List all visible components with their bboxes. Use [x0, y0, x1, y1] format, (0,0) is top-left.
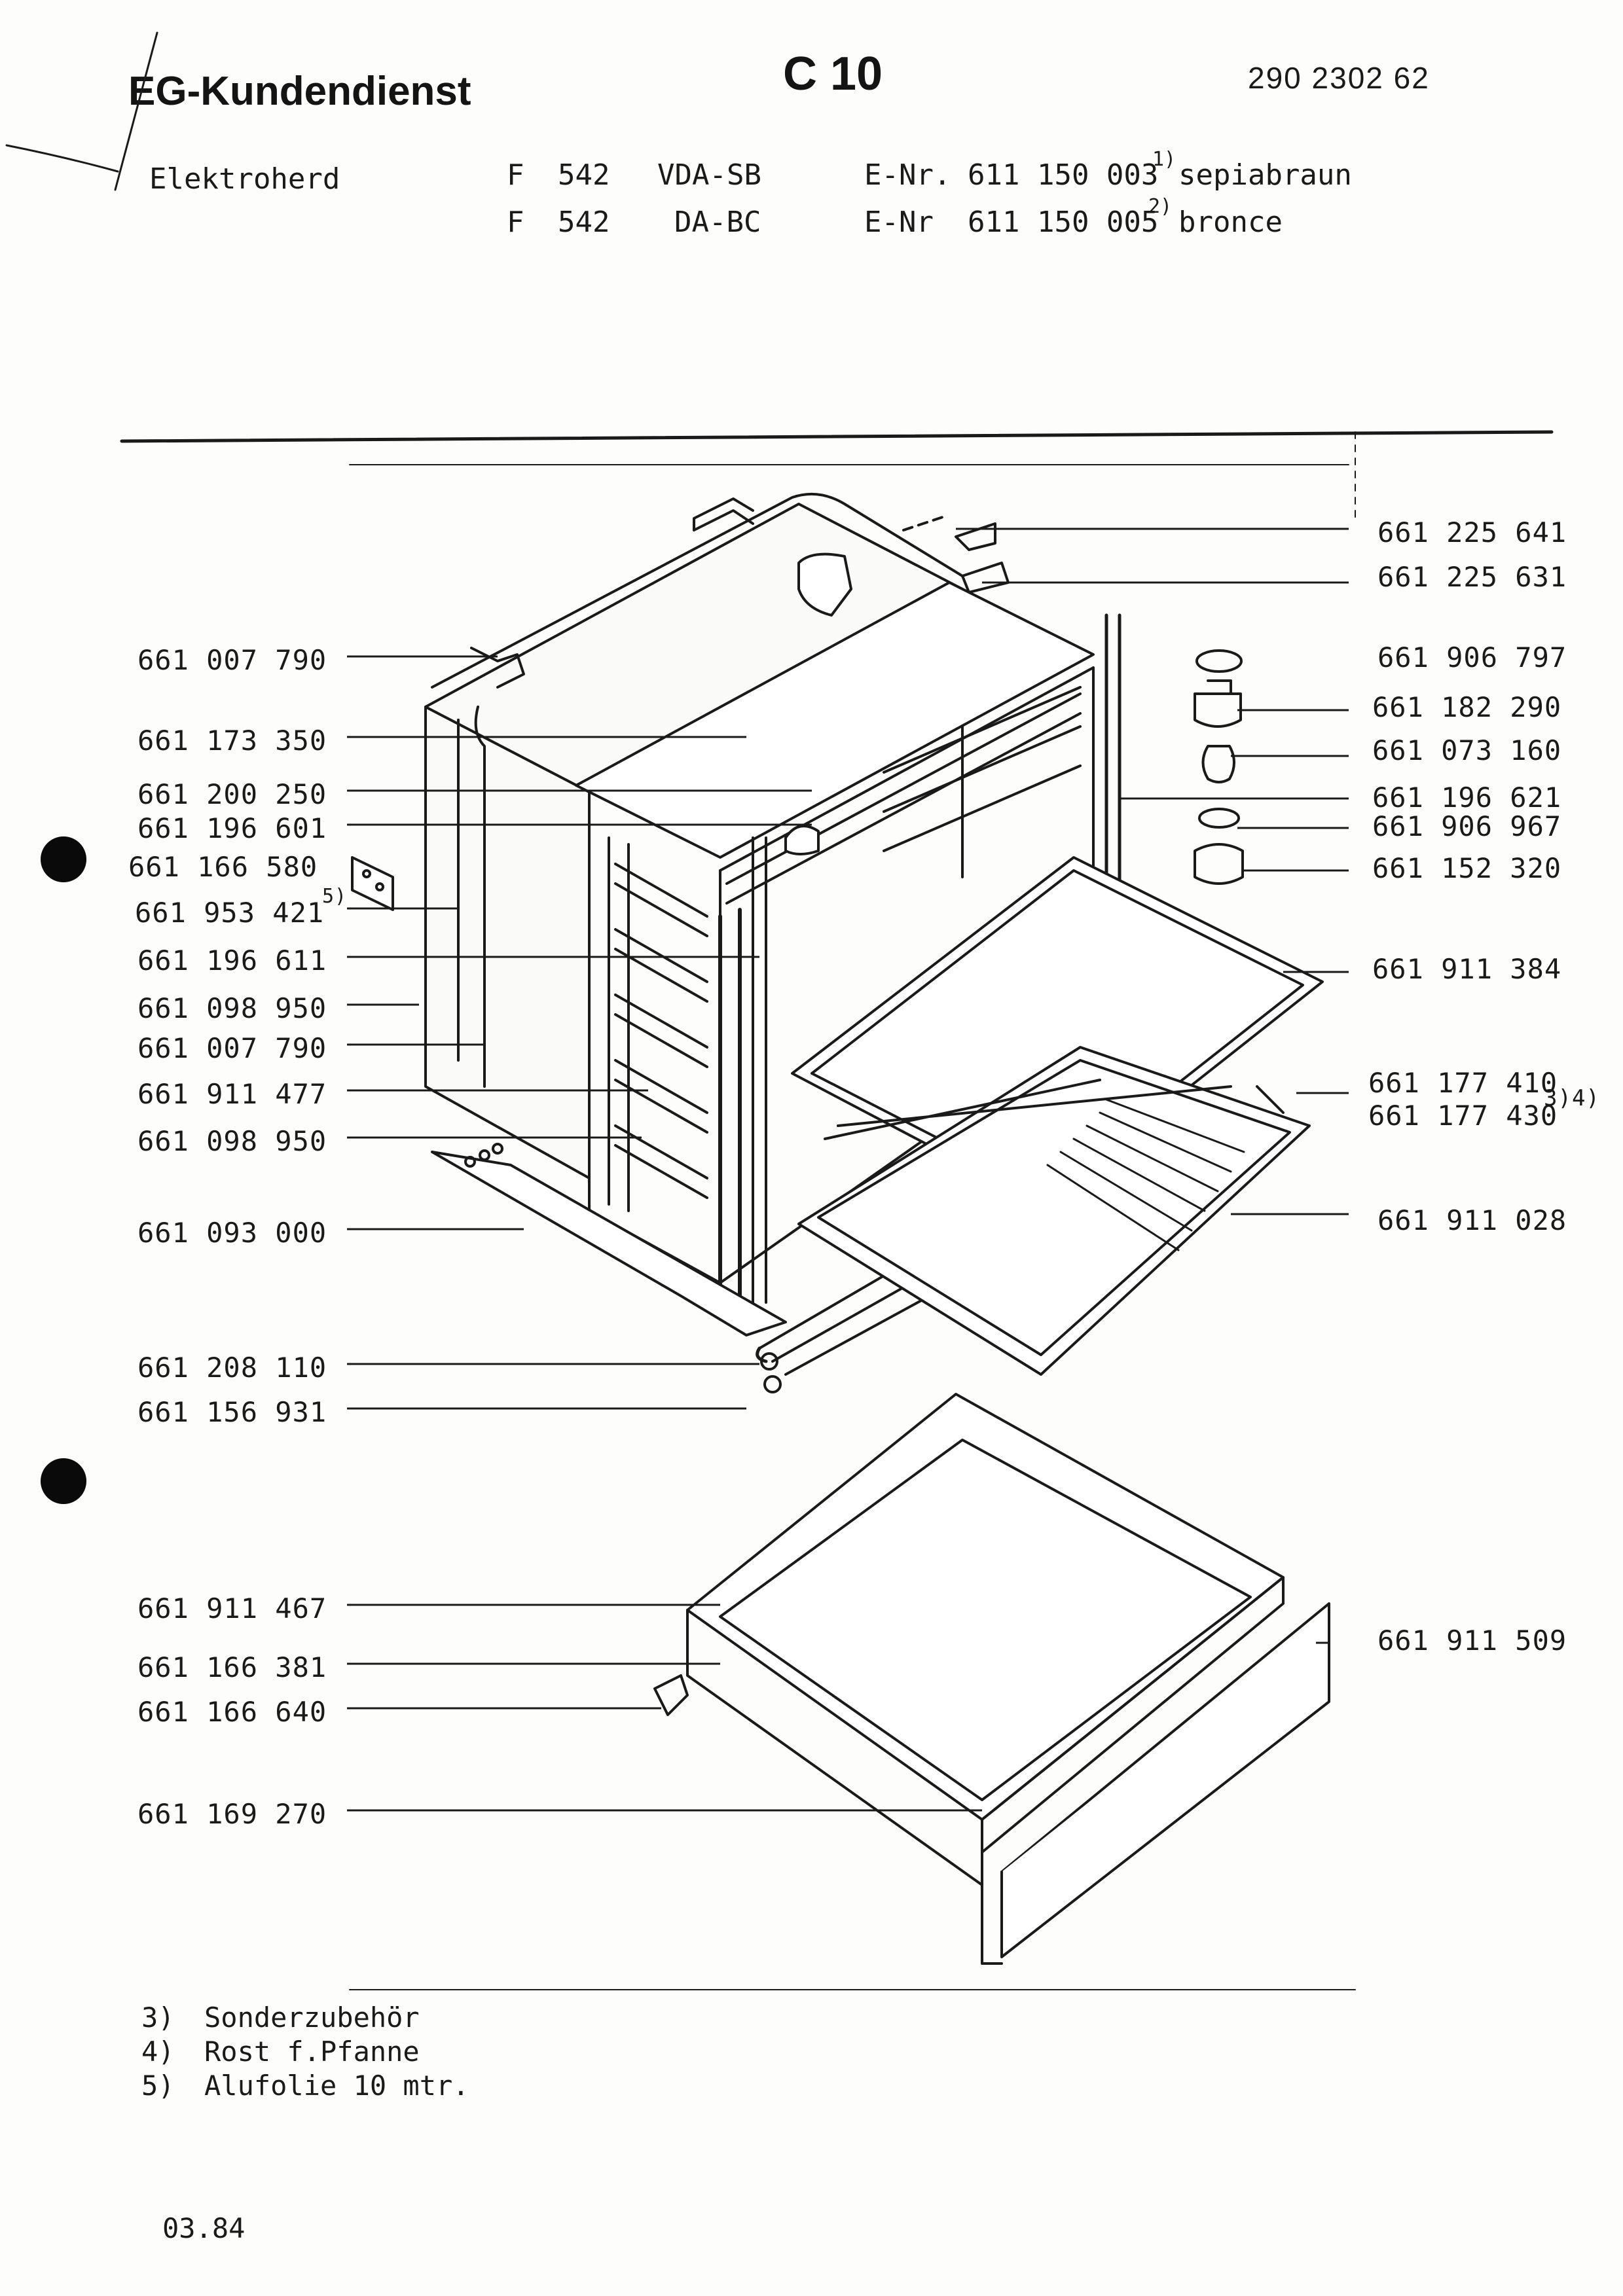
- part-label-left: 661 911 467: [137, 1592, 327, 1624]
- part-label-left: 661 911 477: [137, 1078, 327, 1110]
- part-label-left: 661 208 110: [137, 1352, 327, 1384]
- part-label-right: 661 911 509: [1377, 1624, 1567, 1657]
- model-1-number: 542: [558, 158, 610, 192]
- scan-mark: [5, 144, 119, 173]
- part-label-left: 661 166 580: [128, 851, 318, 883]
- part-label-left: 661 156 931: [137, 1396, 327, 1428]
- top-clip-1: [955, 522, 996, 551]
- part-label-right: 661 073 160: [1372, 734, 1562, 766]
- footnote-number: 4): [141, 2036, 175, 2068]
- model-2-variant: DA-BC: [674, 206, 761, 239]
- model-1-enr-label: E-Nr.: [864, 158, 951, 192]
- lamp-bulb: [1201, 745, 1235, 783]
- lamp-socket: [1194, 679, 1242, 728]
- lamp-ring-2: [1198, 808, 1240, 829]
- model-2-enr-label: E-Nr: [864, 206, 934, 239]
- model-1-note: 1): [1152, 148, 1176, 171]
- part-label-left: 661 173 350: [137, 725, 327, 757]
- model-2-note: 2): [1148, 195, 1173, 218]
- brand-title: EG-Kundendienst: [128, 69, 471, 114]
- footnote-number: 5): [141, 2070, 175, 2102]
- leader-lines: [347, 528, 1349, 1812]
- part-label-right: 661 182 290: [1372, 691, 1562, 723]
- lamp-ring-1: [1195, 649, 1243, 673]
- part-label-left: 661 098 950: [137, 992, 327, 1024]
- punch-hole: [41, 1458, 86, 1504]
- part-label-left: 661 196 611: [137, 944, 327, 977]
- model-2-type: F: [507, 206, 524, 239]
- part-label-right: 661 177 430: [1368, 1100, 1558, 1132]
- model-2-number: 542: [558, 206, 610, 239]
- footnote-text: Alufolie 10 mtr.: [204, 2070, 469, 2102]
- product-name: Elektroherd: [149, 162, 340, 196]
- part-label-right: 661 225 641: [1377, 516, 1567, 548]
- hinge-bracket: [351, 856, 394, 911]
- bottom-plate: [431, 1151, 787, 1336]
- part-label-right: 661 196 621: [1372, 781, 1562, 814]
- part-label-left: 661 200 250: [137, 778, 327, 810]
- part-label-left: 661 093 000: [137, 1217, 327, 1249]
- top-rule: [120, 430, 1554, 443]
- part-label-left: 661 007 790: [137, 644, 327, 676]
- model-1-enr: 611 150 003: [968, 158, 1159, 192]
- alufolie-ref: 5): [322, 885, 348, 908]
- accessory-ref: 3)4): [1544, 1085, 1600, 1111]
- part-label-right: 661 152 320: [1372, 852, 1562, 884]
- top-clip-2: [961, 562, 1010, 594]
- part-label-left: 661 098 950: [137, 1125, 327, 1157]
- model-1-finish: sepiabraun: [1178, 158, 1352, 192]
- part-label-right: 661 177 410: [1368, 1067, 1558, 1099]
- part-label-right: 661 906 797: [1377, 641, 1567, 673]
- sheet-number: C 10: [783, 48, 883, 100]
- model-1-variant: VDA-SB: [657, 158, 761, 192]
- model-2-enr: 611 150 005: [968, 206, 1159, 239]
- part-label-left: 661 166 381: [137, 1651, 327, 1683]
- part-label-right: 661 225 631: [1377, 561, 1567, 593]
- model-2-finish: bronce: [1178, 206, 1283, 239]
- footnote-number: 3): [141, 2001, 175, 2034]
- issue-date: 03.84: [162, 2212, 246, 2244]
- part-label-left: 661 169 270: [137, 1798, 327, 1830]
- storage-drawer: [653, 1393, 1330, 1965]
- footnote-text: Sonderzubehör: [204, 2001, 420, 2034]
- part-label-left: 661 953 421: [135, 897, 325, 929]
- part-label-right: 661 911 028: [1377, 1204, 1567, 1236]
- part-label-right: 661 906 967: [1372, 810, 1562, 842]
- part-label-left: 661 196 601: [137, 812, 327, 844]
- drawer-clip: [653, 1674, 689, 1716]
- model-1-type: F: [507, 158, 524, 192]
- lamp-cover: [1194, 843, 1244, 885]
- oven-cavity: [575, 581, 1122, 1311]
- part-label-right: 661 911 384: [1372, 953, 1562, 985]
- document-number: 290 2302 62: [1248, 61, 1430, 95]
- punch-hole: [41, 836, 86, 882]
- part-label-left: 661 007 790: [137, 1032, 327, 1064]
- part-label-left: 661 166 640: [137, 1696, 327, 1728]
- footnote-text: Rost f.Pfanne: [204, 2036, 420, 2068]
